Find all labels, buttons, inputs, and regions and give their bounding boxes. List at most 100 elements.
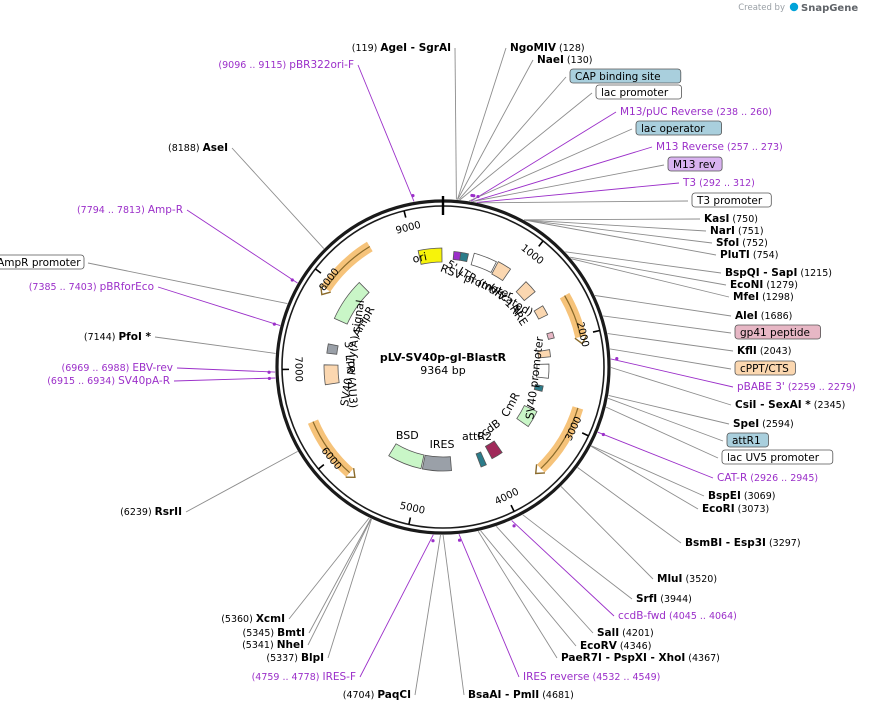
enzyme-name-2: - Esp3I: [722, 537, 766, 549]
enzyme-name: EcoRV: [580, 640, 618, 652]
leader-line: [560, 486, 654, 580]
enzyme-label-text: BsmBI - Esp3I (3297): [685, 537, 801, 549]
ltr-arrowhead-icon: [345, 468, 356, 479]
enzyme-name: AseI: [203, 142, 228, 154]
enzyme-label: KasI (750): [704, 213, 758, 225]
primer-name: pBABE 3': [737, 381, 785, 393]
bsd-feature: [388, 443, 425, 470]
feature-box: [726, 432, 769, 448]
primer-position: (4759 .. 4778): [252, 672, 323, 683]
feature-name: lac UV5 promoter: [727, 452, 820, 464]
enzyme-label: AleI (1686): [735, 310, 792, 322]
ltr-arc-line: [325, 245, 371, 290]
primer-label: ccdB-fwd (4045 .. 4064): [512, 524, 737, 622]
enzyme-label: SpeI (2594): [733, 418, 794, 430]
leader-line: [457, 59, 534, 200]
primer-site-icon: [431, 539, 435, 543]
enzyme-label-text: (5360) XcmI: [221, 613, 285, 625]
plasmid-name: pLV-SV40p-gI-BlastR: [380, 351, 507, 364]
leader-line: [458, 76, 567, 200]
enzyme-name: NaeI: [537, 54, 564, 66]
primer-position: (257 .. 273): [724, 142, 783, 153]
leader-line: [185, 451, 298, 513]
primer-label: M13 Reverse (257 .. 273): [472, 141, 783, 198]
enzyme-name: EcoRI: [702, 503, 735, 515]
primer-label-text: CAT-R (2926 .. 2945): [717, 472, 818, 484]
m13-feature: [452, 251, 462, 261]
enzyme-position: (752): [739, 238, 768, 249]
enzyme-label-text: AleI (1686): [735, 310, 792, 322]
leader-line: [157, 286, 281, 327]
enzyme-label-text: (6239) RsrII: [120, 506, 182, 518]
primer-name: T3: [682, 177, 696, 189]
enzyme-position: (1279): [763, 280, 798, 291]
primer-position: (4045 .. 4064): [666, 611, 737, 622]
feature-label: lac promoter: [595, 84, 682, 100]
enzyme-name: PaeR7I: [561, 652, 602, 664]
ltr-arrowhead-icon: [534, 464, 545, 475]
ring-tick-mark: [408, 517, 412, 525]
feature-name: CAP binding site: [575, 71, 661, 83]
enzyme-label-text: KasI (750): [704, 213, 758, 225]
primer-position: (238 .. 260): [713, 107, 772, 118]
enzyme-label-text: (7144) PfoI *: [84, 331, 152, 343]
feature-name: lac promoter: [601, 87, 669, 99]
enzyme-label: NaeI (130): [537, 54, 592, 66]
feature-label: T3 promoter: [691, 192, 772, 208]
ring-tick-mark: [581, 432, 589, 437]
leader-line: [609, 348, 732, 370]
enzyme-name: XcmI: [256, 613, 285, 625]
enzyme-position: (2594): [759, 419, 794, 430]
enzyme-label-text: SrfI (3944): [636, 593, 692, 605]
attr1-feature: [533, 384, 544, 392]
primer-site-icon: [272, 322, 276, 326]
primer-site-icon: [512, 524, 516, 528]
feature-label: lac operator: [635, 120, 722, 136]
enzyme-position: (2345): [811, 400, 846, 411]
ring-tick-label: 1000: [519, 243, 546, 267]
ltr5-feature: [491, 261, 512, 282]
enzyme-position: (1686): [758, 311, 793, 322]
enzyme-position: (8188): [168, 143, 203, 154]
feature-box: [667, 156, 723, 172]
feature-label: cPPT/CTS: [734, 360, 796, 376]
primer-site-icon: [615, 356, 619, 361]
primer-name: CAT-R: [717, 472, 747, 484]
primer-site-icon: [290, 278, 294, 282]
enzyme-position: (3297): [766, 538, 801, 549]
enzyme-name: SpeI: [733, 418, 759, 430]
inner-feature-label: attR2: [462, 430, 492, 443]
enzyme-name: MfeI: [733, 291, 759, 303]
leader-line: [571, 258, 730, 298]
leader-line: [511, 520, 615, 617]
enzyme-label: EcoRI (3073): [702, 503, 769, 515]
enzyme-label-text: (5337) BlpI: [266, 652, 324, 664]
primer-name: M13 Reverse: [656, 141, 724, 153]
leader-line: [610, 358, 734, 388]
feature-label: attR1: [726, 432, 769, 448]
enzyme-name: BspQI: [725, 267, 760, 279]
primer-position: (6969 .. 6988): [61, 363, 132, 374]
enzyme-label-text: NarI (751): [710, 225, 764, 237]
primer-label-text: (9096 .. 9115) pBR322ori-F: [218, 59, 354, 71]
feature-name: gp41 peptide: [740, 327, 810, 339]
rre-feature: [533, 305, 549, 320]
leader-line: [87, 262, 288, 305]
primer-name: SV40pA-R: [118, 375, 170, 387]
primer-name: ccdB-fwd: [618, 610, 666, 622]
primer-label-text: (6969 .. 6988) EBV-rev: [61, 362, 173, 374]
ring-tick-mark: [510, 504, 515, 512]
enzyme-name: SfoI: [716, 237, 739, 249]
gp41-feature: [546, 331, 555, 340]
enzyme-label-text: SalI (4201): [597, 627, 654, 639]
primer-position: (7794 .. 7813): [77, 205, 148, 216]
feature-box: [635, 120, 722, 136]
enzyme-position: (1298): [759, 292, 794, 303]
feature-box: [691, 192, 772, 208]
enzyme-name-3: - XhoI: [647, 652, 685, 664]
enzyme-position: (750): [729, 214, 758, 225]
primer-name: Amp-R: [148, 204, 183, 216]
enzyme-label-text: KflI (2043): [737, 345, 791, 357]
enzyme-name-2: - SapI: [760, 267, 798, 279]
